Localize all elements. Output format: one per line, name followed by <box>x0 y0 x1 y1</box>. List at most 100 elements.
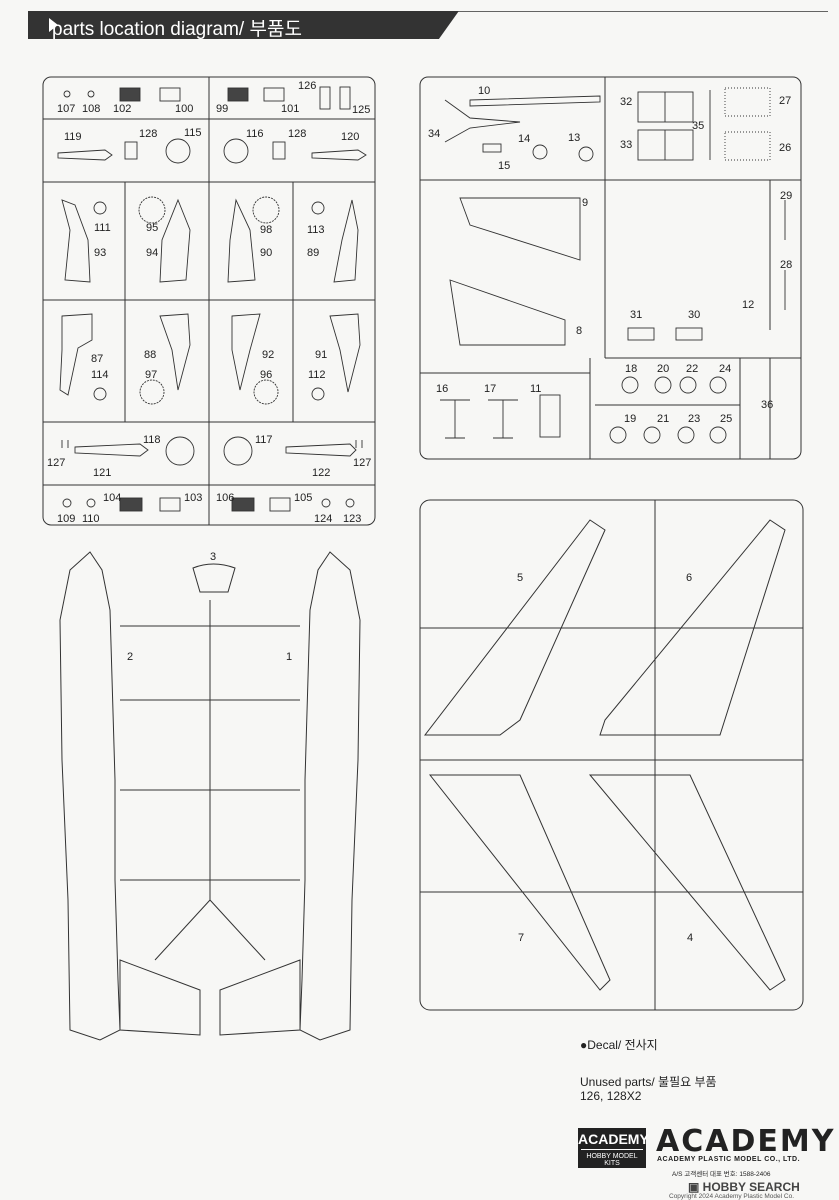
svg-text:104: 104 <box>103 492 121 504</box>
header-bar <box>28 11 828 39</box>
svg-text:4: 4 <box>687 932 693 944</box>
svg-text:3: 3 <box>210 551 216 563</box>
svg-text:11: 11 <box>530 383 541 395</box>
academy-wordmark: ACADEMY <box>656 1124 836 1159</box>
svg-text:120: 120 <box>341 131 359 143</box>
svg-text:124: 124 <box>314 513 332 525</box>
sprue-b-frame <box>419 76 802 460</box>
svg-text:7: 7 <box>518 932 524 944</box>
svg-text:97: 97 <box>145 369 157 381</box>
svg-text:98: 98 <box>260 224 272 236</box>
svg-text:110: 110 <box>82 513 100 525</box>
svg-text:109: 109 <box>57 513 75 525</box>
wing-7 <box>428 774 611 991</box>
svg-text:26: 26 <box>779 142 791 154</box>
decal-label: ●Decal/ 전사지 <box>580 1038 658 1052</box>
svg-text:16: 16 <box>436 383 448 395</box>
svg-text:111: 111 <box>94 222 111 234</box>
svg-text:31: 31 <box>630 309 642 321</box>
svg-text:112: 112 <box>308 369 326 381</box>
svg-text:125: 125 <box>352 104 370 116</box>
svg-text:122: 122 <box>312 467 330 479</box>
svg-text:24: 24 <box>719 363 731 375</box>
svg-text:89: 89 <box>307 247 319 259</box>
svg-text:127: 127 <box>353 457 371 469</box>
fuselage-left <box>59 551 121 1041</box>
company-name: ACADEMY PLASTIC MODEL CO., LTD. <box>657 1156 801 1163</box>
svg-text:96: 96 <box>260 369 272 381</box>
svg-text:32: 32 <box>620 96 632 108</box>
svg-text:102: 102 <box>113 103 131 115</box>
svg-text:87: 87 <box>91 353 103 365</box>
unused-parts-label: Unused parts/ 불필요 부품 <box>580 1075 717 1089</box>
svg-text:13: 13 <box>568 132 580 144</box>
svg-text:99: 99 <box>216 103 228 115</box>
svg-text:100: 100 <box>175 103 193 115</box>
svg-text:106: 106 <box>216 492 234 504</box>
watermark: ▣ HOBBY SEARCH <box>688 1180 800 1194</box>
svg-text:17: 17 <box>484 383 496 395</box>
svg-text:93: 93 <box>94 247 106 259</box>
svg-text:119: 119 <box>64 131 82 143</box>
fuselage-right <box>299 551 361 1041</box>
svg-text:36: 36 <box>761 399 773 411</box>
svg-text:121: 121 <box>93 467 111 479</box>
svg-text:33: 33 <box>620 139 632 151</box>
svg-text:30: 30 <box>688 309 700 321</box>
svg-text:107: 107 <box>57 103 75 115</box>
svg-text:94: 94 <box>146 247 158 259</box>
academy-logo-box: ACADEMY HOBBY MODEL KITS <box>578 1128 649 1168</box>
svg-text:8: 8 <box>576 325 582 337</box>
svg-text:92: 92 <box>262 349 274 361</box>
svg-text:88: 88 <box>144 349 156 361</box>
svg-text:14: 14 <box>518 133 530 145</box>
svg-text:114: 114 <box>91 369 109 381</box>
svg-text:21: 21 <box>657 413 669 425</box>
svg-text:10: 10 <box>478 85 490 97</box>
svg-text:123: 123 <box>343 513 361 525</box>
svg-text:113: 113 <box>307 224 325 236</box>
svg-text:15: 15 <box>498 160 510 172</box>
svg-text:103: 103 <box>184 492 202 504</box>
svg-text:126: 126 <box>298 80 316 92</box>
wing-6 <box>599 519 786 736</box>
svg-text:12: 12 <box>742 299 754 311</box>
sprue-d-frame <box>419 499 804 1011</box>
svg-text:128: 128 <box>139 128 157 140</box>
svg-text:28: 28 <box>780 259 792 271</box>
svg-text:27: 27 <box>779 95 791 107</box>
svg-text:35: 35 <box>692 120 704 132</box>
svg-text:105: 105 <box>294 492 312 504</box>
svg-text:23: 23 <box>688 413 700 425</box>
svg-text:91: 91 <box>315 349 327 361</box>
svg-text:20: 20 <box>657 363 669 375</box>
svg-text:127: 127 <box>47 457 65 469</box>
svg-text:6: 6 <box>686 572 692 584</box>
svg-text:116: 116 <box>246 128 264 140</box>
svg-text:9: 9 <box>582 197 588 209</box>
copyright: Copyright 2024 Academy Plastic Model Co. <box>669 1193 795 1200</box>
svg-text:128: 128 <box>288 128 306 140</box>
svg-text:22: 22 <box>686 363 698 375</box>
svg-text:25: 25 <box>720 413 732 425</box>
svg-text:19: 19 <box>624 413 636 425</box>
svg-text:18: 18 <box>625 363 637 375</box>
svg-text:34: 34 <box>428 128 440 140</box>
svg-text:101: 101 <box>281 103 299 115</box>
svg-text:115: 115 <box>184 127 202 139</box>
svg-text:117: 117 <box>255 434 273 446</box>
page-title: parts location diagram/ 부품도 <box>52 19 302 40</box>
wing-4 <box>588 774 786 991</box>
svg-text:2: 2 <box>127 651 133 663</box>
svg-text:90: 90 <box>260 247 272 259</box>
svg-text:5: 5 <box>517 572 523 584</box>
svg-text:29: 29 <box>780 190 792 202</box>
unused-parts-list: 126, 128X2 <box>580 1089 642 1103</box>
svg-text:108: 108 <box>82 103 100 115</box>
svg-text:1: 1 <box>286 651 292 663</box>
svg-text:95: 95 <box>146 222 158 234</box>
svg-text:118: 118 <box>143 434 161 446</box>
wing-5 <box>423 519 606 736</box>
